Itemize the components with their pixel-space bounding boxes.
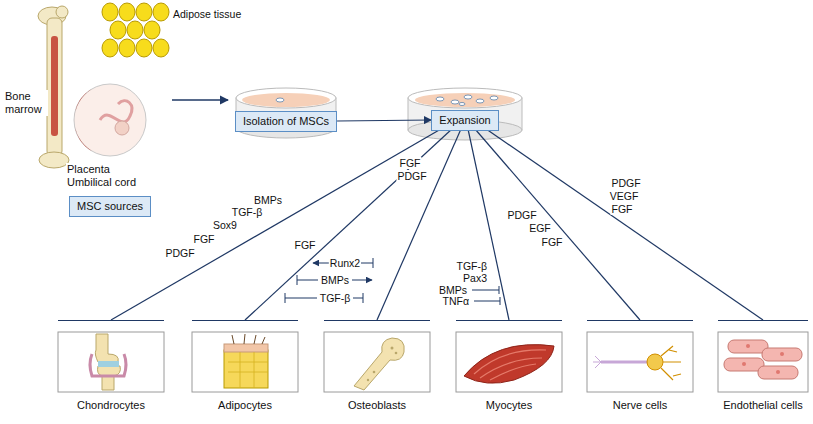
factor-label: FGF: [399, 157, 422, 169]
regulator-label: TGF-β: [319, 292, 352, 304]
adipose-drawing: [102, 3, 169, 57]
node-label: Chondrocytes: [48, 399, 174, 411]
cell-type-panel: Myocytes: [456, 320, 562, 424]
factor-label: PDGF: [164, 247, 195, 259]
factor-label: PDGF: [610, 177, 641, 189]
factor-label: Pax3: [462, 272, 488, 284]
factor-label: PDGF: [506, 209, 537, 221]
node-label: Osteoblasts: [314, 399, 440, 411]
bone-drawing: [354, 338, 404, 390]
node-label: Nerve cells: [577, 399, 703, 411]
source-label: Placenta Umbilical cord: [66, 163, 152, 189]
neuron-drawing: [593, 346, 681, 380]
placenta-drawing: [74, 84, 146, 156]
factor-label: PDGF: [396, 170, 427, 182]
connector-line: [468, 131, 509, 321]
regulator-label: Runx2: [329, 257, 361, 269]
regulator-label: BMPs: [320, 274, 350, 286]
factor-label: EGF: [528, 222, 552, 234]
process-box: Expansion: [431, 110, 498, 131]
connector-line: [337, 120, 431, 121]
connector-line: [476, 131, 640, 321]
femur-drawing: [38, 6, 69, 168]
node-label: Adipocytes: [182, 399, 308, 411]
muscle-drawing: [464, 345, 554, 384]
node-label: Isolation of MSCs: [243, 115, 329, 127]
factor-label: BMPs: [253, 194, 283, 206]
factor-label: TGF-β: [455, 260, 488, 272]
factor-label: FGF: [294, 239, 317, 251]
factor-label: FGF: [611, 203, 634, 215]
flow-arrow: [172, 99, 228, 100]
cell-type-panel: Chondrocytes: [58, 320, 164, 424]
node-label: Expansion: [439, 114, 490, 126]
cell-type-panel: Adipocytes: [192, 320, 298, 424]
node-label: Endothelial cells: [708, 399, 813, 411]
source-label: Adipose tissue: [172, 8, 242, 20]
process-box: Isolation of MSCs: [235, 111, 337, 132]
skin-fat-drawing: [224, 334, 268, 388]
petri-dish: [408, 88, 522, 140]
joint-drawing: [90, 334, 126, 390]
regulator-label: TNFα: [442, 295, 470, 307]
endothelium-drawing: [724, 340, 802, 379]
factor-label: FGF: [541, 236, 564, 248]
connector-line: [245, 131, 450, 321]
connector-line: [488, 131, 763, 321]
factor-label: TGF-β: [231, 206, 264, 218]
cell-type-panel: Osteoblasts: [324, 320, 430, 424]
panel-frames: [58, 332, 808, 392]
factor-label: Sox9: [212, 219, 238, 231]
factor-label: FGF: [193, 233, 216, 245]
node-label: MSC sources: [77, 200, 143, 212]
source-box: MSC sources: [69, 196, 151, 217]
source-label: Bone marrow: [4, 90, 48, 116]
cell-type-panel: Nerve cells: [587, 320, 693, 424]
factor-label: VEGF: [609, 190, 640, 202]
cell-type-panel: Endothelial cells: [718, 320, 808, 424]
node-label: Myocytes: [446, 399, 572, 411]
